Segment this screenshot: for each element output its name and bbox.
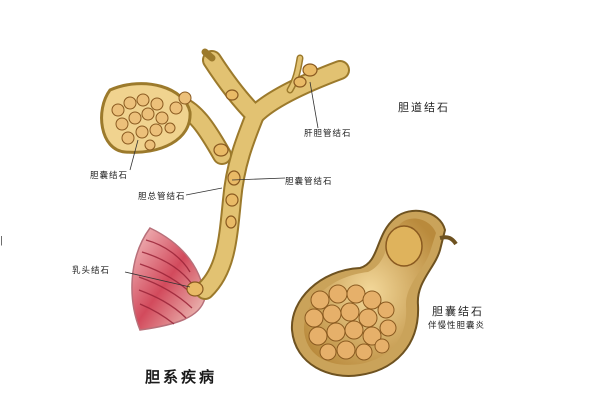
duct-stones <box>186 63 318 297</box>
edge-mark: | <box>0 236 4 246</box>
label-gallbladder-stone-left: 胆囊结石 <box>90 171 129 181</box>
gallbladder-right <box>290 209 458 377</box>
diagram-caption: 胆系疾病 <box>145 368 218 386</box>
label-chronic-cholecystitis: 伴慢性胆囊炎 <box>428 321 486 331</box>
label-gallbladder-stone-right: 胆囊结石 <box>432 305 484 318</box>
label-bile-duct-stones: 胆道结石 <box>398 101 450 114</box>
label-hepatic-duct-stone: 肝胆管结石 <box>304 129 352 139</box>
duodenum-wall <box>131 227 206 331</box>
leader-lines <box>124 81 319 288</box>
label-ampulla-stone: 乳头结石 <box>72 266 111 276</box>
label-cystic-duct-stone: 胆囊管结石 <box>285 177 333 187</box>
bile-duct-tree <box>170 48 350 300</box>
gallbladder-left <box>100 82 192 154</box>
label-common-bile-duct-stone: 胆总管结石 <box>138 192 186 202</box>
